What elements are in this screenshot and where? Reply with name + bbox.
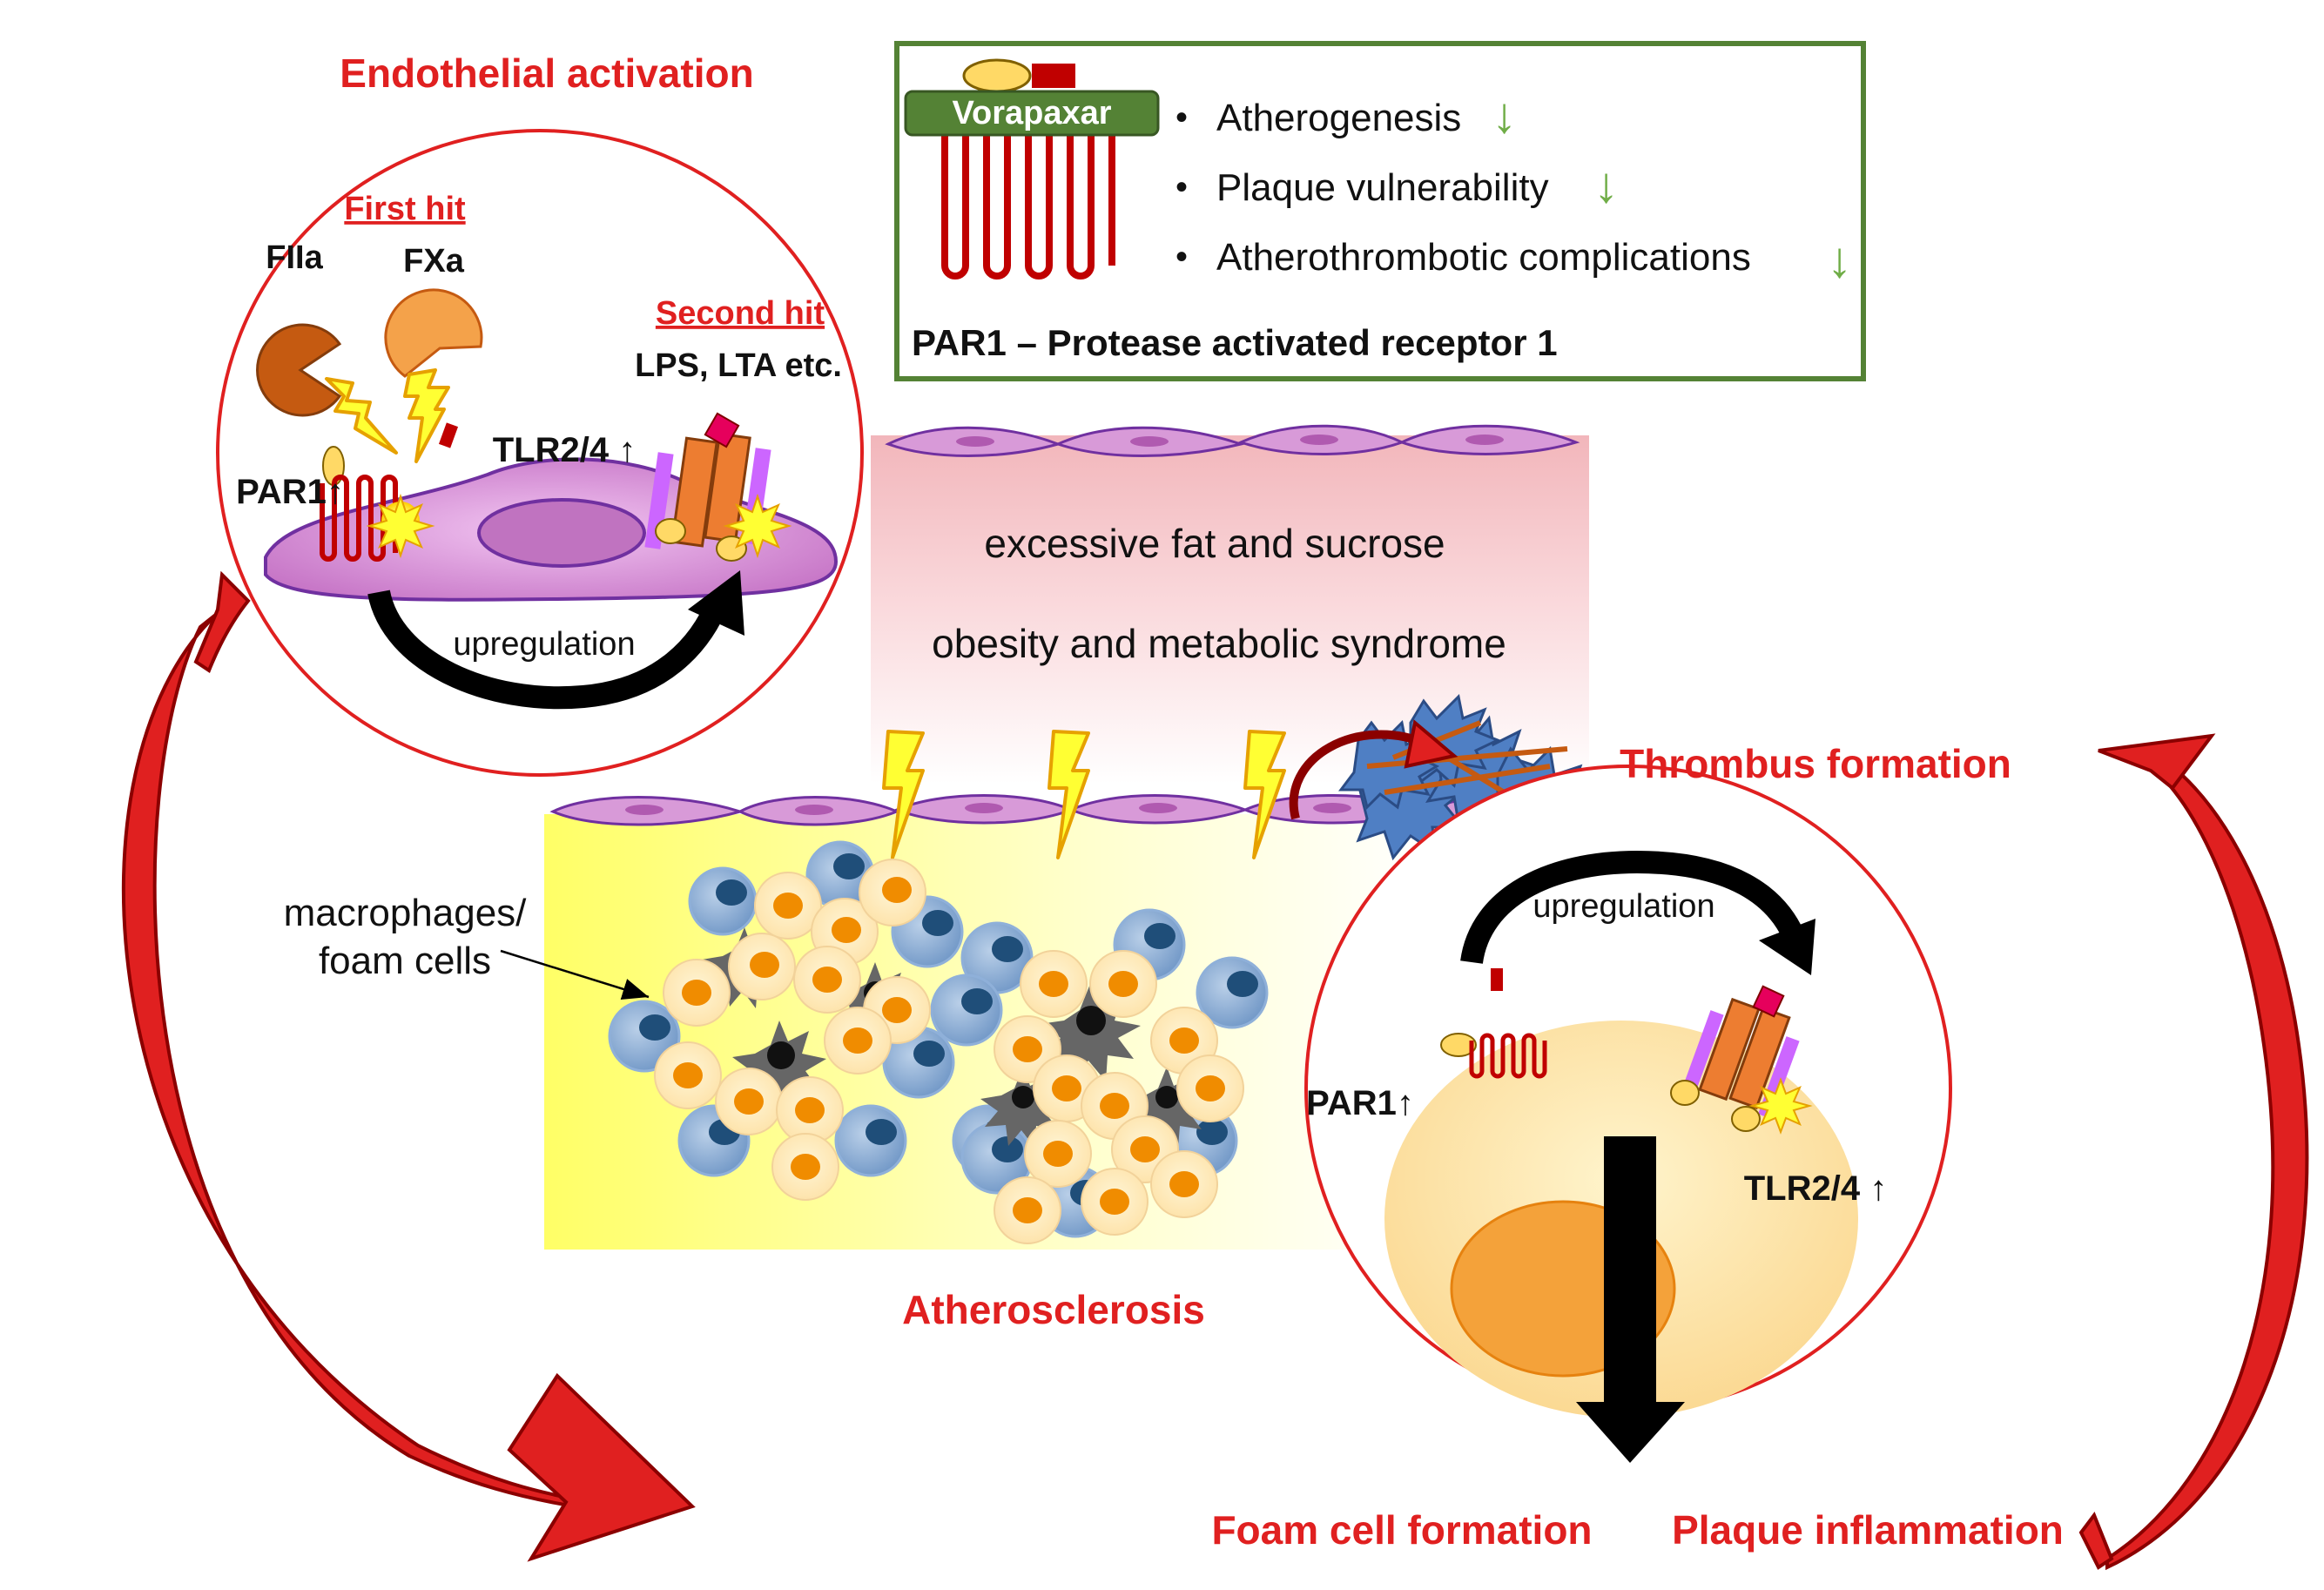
lightning-bolt-icon <box>325 377 398 455</box>
tlr-receptor-icon <box>1670 985 1813 1135</box>
endothelial-activation-panel: Endothelial activation First hit Second … <box>216 51 864 777</box>
foam-cell <box>1150 1150 1218 1218</box>
foam-cell <box>1020 950 1088 1018</box>
fxa-protease-icon <box>384 288 483 378</box>
upregulation-label: upregulation <box>1532 888 1714 925</box>
macrophage-cell <box>688 866 758 936</box>
foam-cell <box>754 872 822 940</box>
macrophage-cell <box>930 974 1003 1047</box>
bullet-2: • <box>1175 168 1188 206</box>
foam-cell <box>1024 1120 1092 1188</box>
plaque-cells: macrophages/ foam cells <box>284 840 1269 1244</box>
fiia-label: FIIa <box>266 239 323 276</box>
ligand-icon <box>438 422 459 448</box>
foam-cell <box>859 859 926 926</box>
foam-cell <box>1081 1168 1149 1236</box>
upregulation-arrow <box>1460 850 1804 965</box>
foam-cell-formation-title: Foam cell formation <box>1211 1507 1592 1553</box>
foam-cell <box>824 1007 892 1075</box>
thrombus-formation-title: Thrombus formation <box>1620 741 2011 786</box>
bullet-1: • <box>1175 98 1188 137</box>
top-endothelium <box>885 424 1580 457</box>
effect-atherothrombotic: Atherothrombotic complications <box>1216 236 1751 279</box>
foam-cell <box>728 933 796 1000</box>
foam-cell <box>793 946 861 1014</box>
par1-up-label: PAR1↑ <box>1306 1084 1414 1122</box>
second-hit-label: Second hit <box>656 295 825 332</box>
foam-cell <box>776 1076 844 1144</box>
right-cycle-arrow <box>2078 733 2309 1571</box>
tlr-receptor-icon <box>644 412 792 562</box>
endothelial-nucleus <box>477 498 646 568</box>
foam-cell <box>715 1068 783 1135</box>
macrophage-cell <box>834 1104 907 1177</box>
macrophages-pointer <box>500 949 650 1000</box>
left-cycle-arrow <box>121 570 696 1562</box>
macrophages-label: macrophages/ <box>284 892 528 934</box>
ligand-icon <box>1491 968 1503 991</box>
foam-formation-arrow <box>1604 1136 1656 1411</box>
fiia-protease-icon <box>256 323 342 417</box>
par1-receptor-icon <box>320 446 435 562</box>
down-arrow-icon: ↓ <box>1492 87 1517 144</box>
endothelial-activation-title: Endothelial activation <box>340 51 753 96</box>
lightning-bolt-icon <box>882 730 925 859</box>
par1-up-label: PAR1↑ <box>236 473 344 511</box>
upregulation-arrow <box>367 589 730 710</box>
foam-cell-panel: upregulation PAR1↑ TLR2/4 ↑ <box>1304 765 1952 1463</box>
tlr-up-label: TLR2/4 ↑ <box>493 431 636 469</box>
macrophage-cell <box>1196 956 1269 1029</box>
foam-cells-label: foam cells <box>319 940 491 982</box>
inset-caption: PAR1 – Protease activated receptor 1 <box>912 322 1558 363</box>
thrombus-arrow <box>1289 730 1430 820</box>
down-arrow-icon: ↓ <box>1827 232 1852 288</box>
foam-formation-arrow-head <box>1576 1402 1685 1463</box>
first-hit-label: First hit <box>344 191 466 227</box>
tlr-up-label: TLR2/4 ↑ <box>1744 1169 1887 1208</box>
lightning-bolt-icon <box>1243 730 1286 859</box>
necrotic-cell <box>732 1021 826 1111</box>
thrombus-arrow-head <box>1404 719 1458 769</box>
fxa-label: FXa <box>403 243 465 280</box>
upregulation-arrow-head <box>688 570 744 636</box>
effect-atherogenesis: Atherogenesis <box>1216 97 1461 139</box>
down-arrow-icon: ↓ <box>1593 157 1619 213</box>
bullet-3: • <box>1175 238 1188 276</box>
vorapaxar-badge <box>904 90 1160 137</box>
foam-cell <box>663 959 731 1027</box>
upregulation-label: upregulation <box>453 626 635 663</box>
lightning-bolt-icon <box>1047 730 1090 859</box>
vorapaxar-inset: Vorapaxar • Atherogenesis ↓ • Plaque vul… <box>894 41 1866 381</box>
macrophage-cell <box>608 1000 681 1073</box>
lightning-bolt-icon <box>403 368 450 463</box>
vorapaxar-label: Vorapaxar <box>952 95 1111 131</box>
atherosclerosis-title: Atherosclerosis <box>902 1287 1205 1332</box>
effect-plaque-vulnerability: Plaque vulnerability <box>1216 166 1549 209</box>
foam-cell <box>771 1133 839 1201</box>
vessel-line-fat-sucrose: excessive fat and sucrose <box>984 521 1445 566</box>
macrophage-cell <box>960 921 1034 994</box>
foam-cell <box>994 1176 1061 1244</box>
plaque-inflammation-title: Plaque inflammation <box>1672 1507 2064 1553</box>
upregulation-arrow-head <box>1759 919 1815 975</box>
foam-cell <box>1089 950 1157 1018</box>
foam-cell <box>654 1041 722 1109</box>
vessel-line-obesity: obesity and metabolic syndrome <box>932 621 1506 666</box>
foam-cell <box>1176 1054 1244 1122</box>
par1-receptor-icon <box>1440 1033 1547 1079</box>
macrophage-cell <box>960 1122 1034 1195</box>
lps-lta-label: LPS, LTA etc. <box>635 347 842 384</box>
